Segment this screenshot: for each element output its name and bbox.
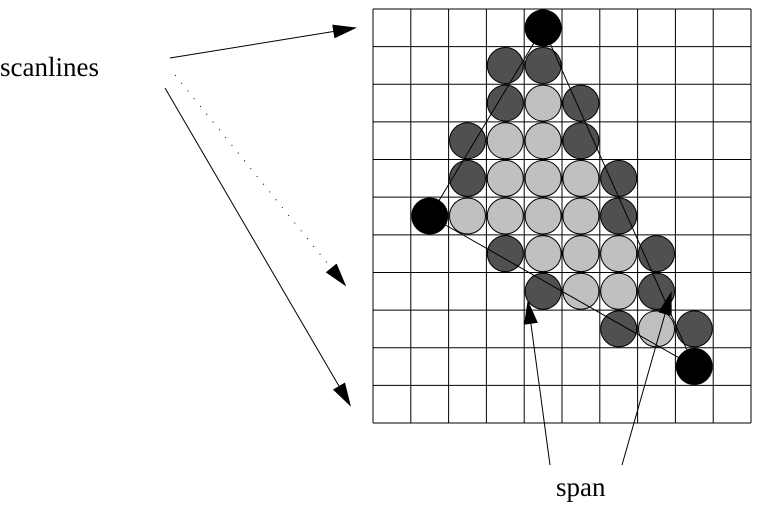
- pixel-interior: [524, 197, 562, 235]
- pixel-edge: [524, 46, 562, 84]
- pixel-circles: [411, 9, 713, 386]
- pixel-edge: [600, 197, 638, 235]
- pixel-interior: [449, 197, 486, 235]
- pixel-edge: [449, 159, 486, 197]
- pixel-interior: [524, 235, 562, 273]
- pixel-interior: [562, 159, 600, 197]
- pixel-interior: [638, 310, 675, 348]
- pixel-edge: [486, 84, 524, 122]
- pixel-interior: [600, 272, 638, 310]
- pixel-interior: [524, 122, 562, 160]
- pixel-interior: [524, 84, 562, 122]
- pixel-edge: [524, 272, 562, 310]
- pixel-edge: [449, 122, 486, 160]
- scanlines-label: scanlines: [0, 52, 99, 82]
- pixel-edge: [486, 235, 524, 273]
- pixel-interior: [562, 272, 600, 310]
- pixel-interior: [524, 159, 562, 197]
- pixel-edge: [675, 310, 713, 348]
- span-label: span: [556, 472, 606, 502]
- triangle-edge: [429, 215, 695, 367]
- span-arrow-right: [621, 291, 672, 466]
- pixel-grid: [372, 8, 752, 424]
- pixel-interior: [486, 122, 524, 160]
- span-arrow-left: [524, 300, 551, 466]
- scanline-arrow-dotted: [174, 74, 347, 287]
- scanline-arrow-top: [169, 24, 357, 59]
- pixel-edge: [600, 310, 638, 348]
- pixel-edge: [562, 84, 600, 122]
- pixel-interior: [562, 235, 600, 273]
- pixel-interior: [486, 159, 524, 197]
- pixel-interior: [562, 197, 600, 235]
- pixel-interior: [486, 197, 524, 235]
- pixel-edge: [638, 272, 675, 310]
- pixel-edge: [600, 159, 638, 197]
- scanline-arrow-bottom: [164, 87, 352, 407]
- pixel-interior: [600, 235, 638, 273]
- triangle-edge: [429, 27, 544, 217]
- pixel-edge: [486, 46, 524, 84]
